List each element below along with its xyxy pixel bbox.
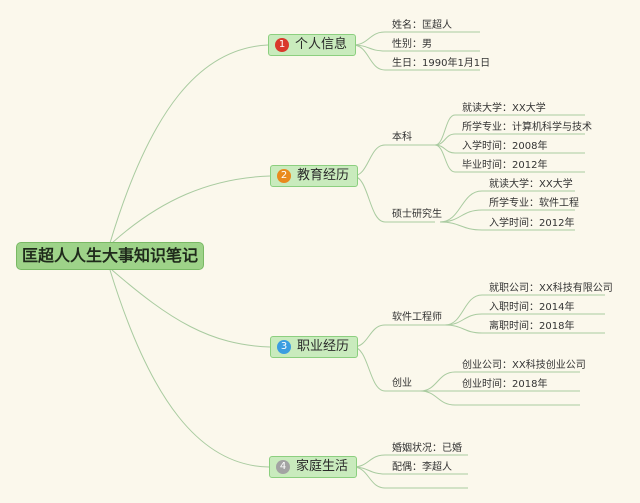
branch-bachelor xyxy=(434,114,456,146)
branch-engineer xyxy=(444,294,483,326)
root-topic[interactable]: 匡超人人生大事知识笔记 xyxy=(16,242,204,270)
branch-startup xyxy=(419,371,456,392)
leaf-master-major[interactable]: 所学专业：软件工程 xyxy=(489,198,579,209)
topic-career[interactable]: 3 职业经历 xyxy=(270,336,359,358)
root-link-1 xyxy=(109,44,269,244)
number-badge-2: 2 xyxy=(277,169,291,183)
branch-bachelor xyxy=(434,144,456,173)
branch-master xyxy=(439,209,483,223)
leaf-bachelor-start[interactable]: 入学时间：2008年 xyxy=(462,141,548,152)
topic-label: 家庭生活 xyxy=(296,459,349,474)
leaf-bachelor-university[interactable]: 就读大学：XX大学 xyxy=(462,103,546,114)
branch-bachelor xyxy=(434,133,456,146)
leaf-marital-status[interactable]: 婚姻状况：已婚 xyxy=(392,443,462,454)
leaf-startup-start[interactable]: 创业时间：2018年 xyxy=(462,379,548,390)
branch-family xyxy=(352,454,386,468)
leaf-bachelor-major[interactable]: 所学专业：计算机科学与技术 xyxy=(462,122,592,133)
branch-personal xyxy=(352,31,386,46)
branch-engineer xyxy=(444,324,483,334)
branch-master xyxy=(439,221,483,231)
leaf-engineer-start[interactable]: 入职时间：2014年 xyxy=(489,302,575,313)
topic-label: 教育经历 xyxy=(297,168,350,183)
number-badge-1: 1 xyxy=(275,38,289,52)
leaf-name[interactable]: 姓名：匡超人 xyxy=(392,20,452,31)
leaf-bachelor-end[interactable]: 毕业时间：2012年 xyxy=(462,160,548,171)
subtopic-startup[interactable]: 创业 xyxy=(392,378,412,389)
topic-personal-info[interactable]: 1 个人信息 xyxy=(268,34,357,56)
leaf-gender[interactable]: 性别：男 xyxy=(392,39,432,50)
subtopic-master[interactable]: 硕士研究生 xyxy=(392,209,442,220)
subtopic-bachelor[interactable]: 本科 xyxy=(392,132,412,143)
number-badge-4: 4 xyxy=(276,460,290,474)
branch-master xyxy=(439,190,483,223)
branch-personal xyxy=(352,44,386,71)
topic-label: 职业经历 xyxy=(297,339,350,354)
branch-engineer xyxy=(444,313,483,326)
leaf-startup-company[interactable]: 创业公司：XX科技创业公司 xyxy=(462,360,586,371)
topic-education[interactable]: 2 教育经历 xyxy=(270,165,359,187)
number-badge-3: 3 xyxy=(277,340,291,354)
root-link-3 xyxy=(111,269,271,348)
topic-family[interactable]: 4 家庭生活 xyxy=(269,456,358,478)
root-link-2 xyxy=(111,175,271,244)
leaf-engineer-company[interactable]: 就职公司：XX科技有限公司 xyxy=(489,283,613,294)
leaf-engineer-end[interactable]: 离职时间：2018年 xyxy=(489,321,575,332)
leaf-master-university[interactable]: 就读大学：XX大学 xyxy=(489,179,573,190)
topic-label: 个人信息 xyxy=(295,37,348,52)
branch-startup xyxy=(419,390,456,406)
leaf-birthday[interactable]: 生日：1990年1月1日 xyxy=(392,58,491,69)
leaf-master-start[interactable]: 入学时间：2012年 xyxy=(489,218,575,229)
subtopic-software-engineer[interactable]: 软件工程师 xyxy=(392,312,442,323)
root-link-4 xyxy=(109,269,270,468)
leaf-spouse[interactable]: 配偶：李超人 xyxy=(392,462,452,473)
